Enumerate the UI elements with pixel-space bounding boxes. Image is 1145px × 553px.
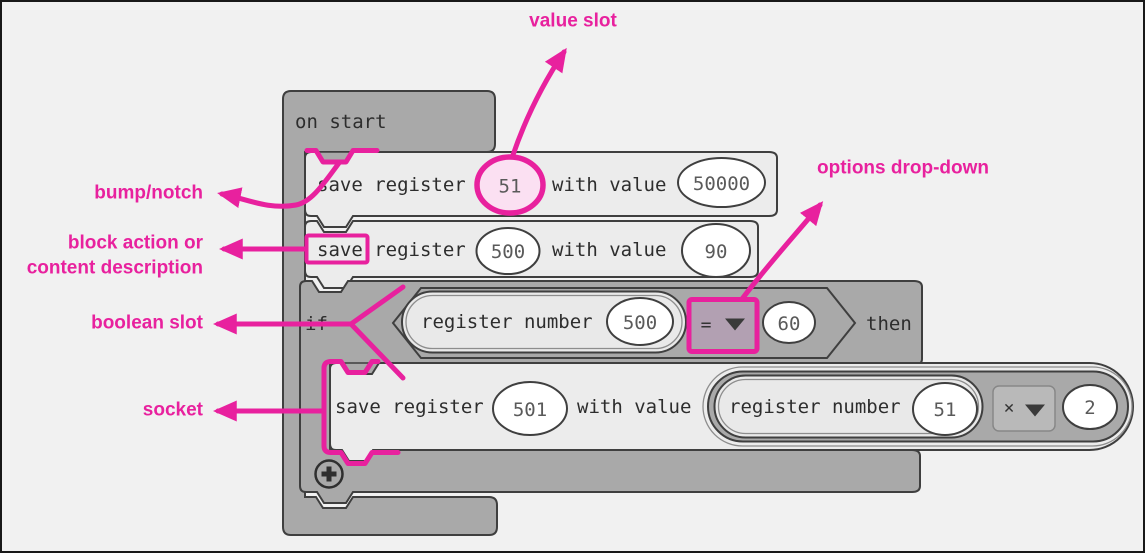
compare-value-input[interactable]	[762, 301, 816, 344]
value-slot-label: value slot	[529, 11, 617, 32]
block-connector-label: with value	[552, 239, 666, 261]
options-dropdown-arrow	[739, 201, 824, 302]
socket-label: socket	[143, 400, 204, 421]
value-slot-arrow	[510, 47, 567, 158]
register-slot-input[interactable]	[475, 227, 541, 275]
value-slot-highlight	[474, 154, 546, 216]
block-connector-label: with value	[577, 396, 691, 418]
register-slot-text: 51	[934, 399, 957, 421]
bump-notch-highlight	[304, 148, 380, 165]
register-slot-input[interactable]	[492, 381, 568, 436]
operator-text: ×	[1004, 398, 1015, 419]
reporter-inner-ring	[717, 378, 980, 435]
chevron-down-icon	[725, 318, 745, 331]
value-slot-input[interactable]	[677, 157, 766, 208]
bump-notch-label: bump/notch	[94, 183, 203, 204]
operand-value-input[interactable]	[1062, 384, 1118, 430]
then-keyword-label: then	[866, 313, 912, 335]
chevron-down-icon	[1025, 404, 1045, 417]
plus-icon	[314, 459, 344, 489]
plus-icon-cross	[321, 466, 337, 482]
block-action-label: save register	[317, 239, 466, 261]
math-expression-block[interactable]: register number 51 × 2	[707, 370, 1129, 443]
register-slot-text: 51	[499, 176, 522, 198]
register-slot-text: 501	[513, 399, 547, 421]
reporter-label: register number	[421, 311, 593, 333]
compare-value-text: 60	[778, 313, 801, 335]
block-action-label: save register	[317, 174, 466, 196]
block-connector-label: with value	[552, 174, 666, 196]
socket-highlight	[321, 359, 401, 466]
value-slot-text: 90	[705, 241, 728, 263]
add-branch-button[interactable]	[314, 459, 344, 489]
register-slot-text: 500	[623, 312, 657, 334]
boolean-slot-label: boolean slot	[91, 313, 204, 334]
register-slot-input[interactable]	[912, 382, 978, 436]
value-slot-input[interactable]	[681, 223, 751, 278]
options-dropdown-highlight	[686, 297, 760, 354]
bump-notch-arrow	[217, 160, 342, 209]
options-dropdown-label: options drop-down	[817, 158, 989, 179]
operator-dropdown[interactable]: =	[692, 303, 754, 347]
operator-text: =	[701, 315, 712, 336]
if-then-block[interactable]: if register number 500 = 60 then	[299, 280, 923, 504]
operand-value-text: 2	[1084, 397, 1095, 419]
reporter-inner-ring	[405, 294, 683, 350]
block-action-label: save register	[335, 396, 484, 418]
save-register-block-3[interactable]: save register 501 with value register nu…	[329, 362, 1134, 462]
reporter-label: register number	[729, 396, 901, 418]
register-slot-input[interactable]	[606, 297, 674, 346]
on-start-label: on start	[295, 111, 387, 133]
comparison-block[interactable]: register number 500 = 60	[391, 287, 857, 359]
register-slot-text: 500	[491, 241, 525, 263]
operator-dropdown[interactable]: ×	[992, 385, 1056, 432]
annotation-layer: 51 value slot bump/notch block action or…	[27, 11, 989, 466]
save-register-block-2[interactable]: save register 500 with value 90	[304, 220, 759, 289]
value-socket-rim	[702, 366, 1133, 447]
block-action-label-line1: block action or	[68, 233, 204, 254]
block-action-label-line2: content description	[27, 258, 203, 279]
value-slot-text: 50000	[693, 173, 750, 195]
register-number-reporter[interactable]	[713, 374, 984, 439]
